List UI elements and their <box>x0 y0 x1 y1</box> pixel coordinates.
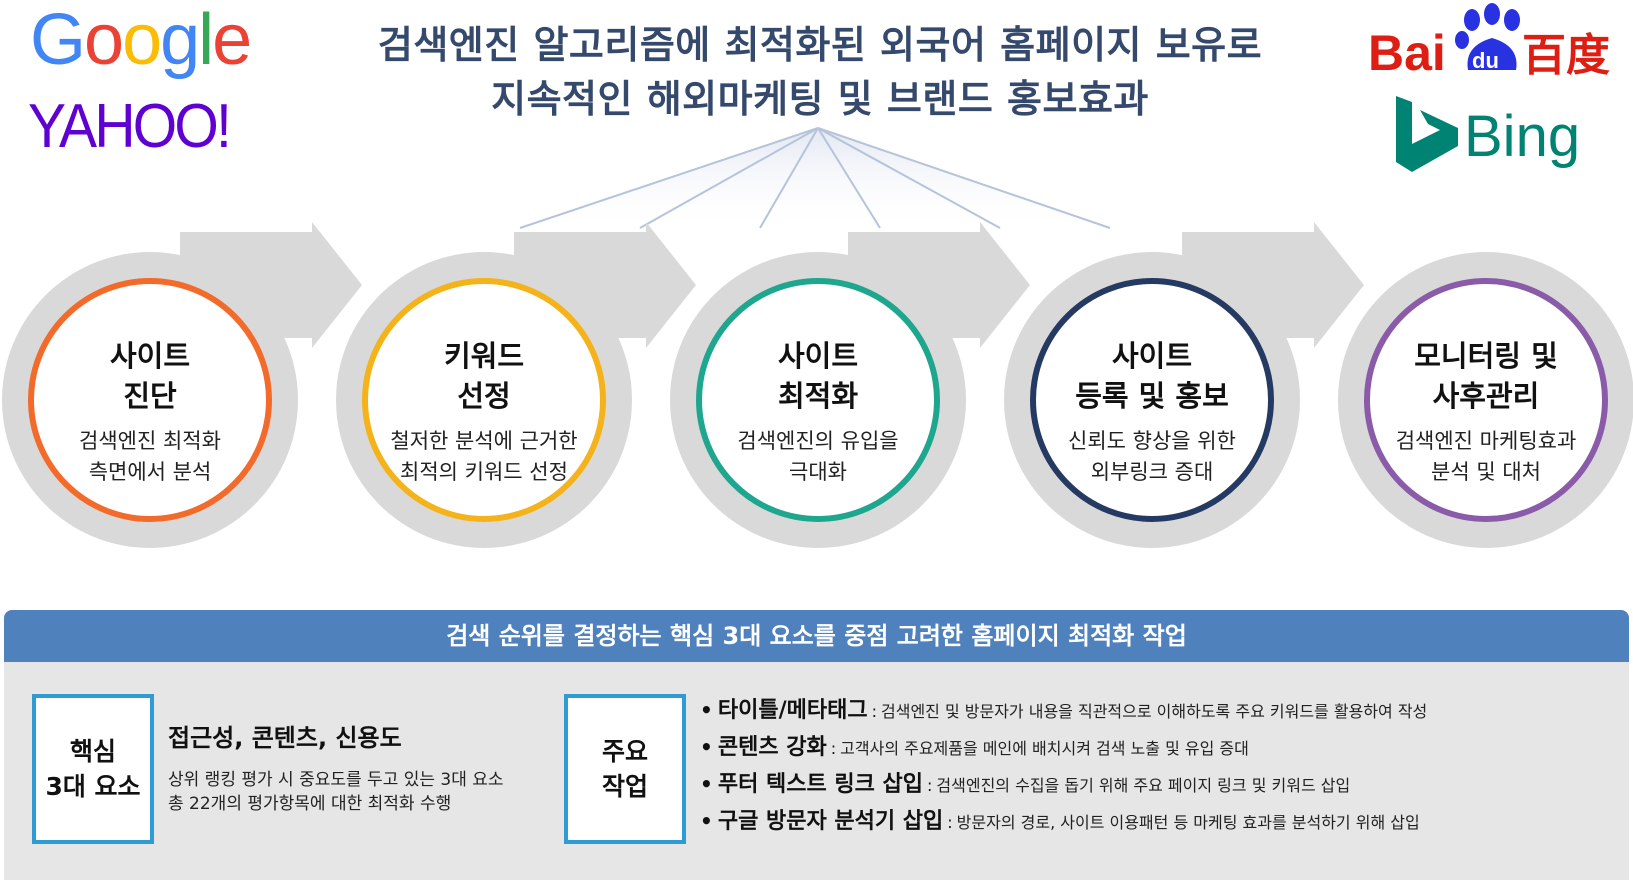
main-tasks-list: • 타이틀/메타태그:검색엔진 및 방문자가 내용을 직관적으로 이해하도록 주… <box>700 692 1427 840</box>
bullet-icon: • <box>700 809 713 833</box>
bing-text: Bing <box>1464 104 1580 169</box>
title-line: 지속적인 해외마케팅 및 브랜드 홍보효과 <box>491 77 1149 121</box>
bing-logo: Bing <box>1396 96 1580 172</box>
baidu-logo: Bai du 百度 <box>1368 3 1610 81</box>
baidu-chinese-text: 百度 <box>1522 30 1610 81</box>
baidu-paw-text: du <box>1472 48 1499 73</box>
list-item: • 타이틀/메타태그:검색엔진 및 방문자가 내용을 직관적으로 이해하도록 주… <box>700 698 1428 723</box>
google-logo: Google <box>30 0 252 80</box>
page-title: 검색엔진 알고리즘에 최적화된 외국어 홈페이지 보유로 지속적인 해외마케팅 … <box>320 18 1320 126</box>
spotlight-rays <box>510 127 1120 232</box>
bottom-panel <box>4 620 1629 880</box>
title-line: 검색엔진 알고리즘에 최적화된 외국어 홈페이지 보유로 <box>377 23 1263 67</box>
bullet-icon: • <box>700 772 713 796</box>
baidu-text: Bai <box>1368 25 1446 81</box>
list-item: • 구글 방문자 분석기 삽입:방문자의 경로, 사이트 이용패턴 등 마케팅 … <box>700 809 1420 834</box>
google-letter: l <box>198 0 214 80</box>
list-item: • 콘텐츠 강화:고객사의 주요제품을 메인에 배치시켜 검색 노출 및 유입 … <box>700 735 1249 760</box>
bullet-icon: • <box>700 698 713 722</box>
google-letter: g <box>160 0 200 80</box>
list-item: • 푸터 텍스트 링크 삽입:검색엔진의 수집을 돕기 위해 주요 페이지 링크… <box>700 772 1351 797</box>
bullet-icon: • <box>700 735 713 759</box>
google-letter: e <box>212 0 252 80</box>
paw-icon <box>1455 3 1520 70</box>
key-elements-description: 상위 랭킹 평가 시 중요도를 두고 있는 3대 요소 총 22개의 평가항목에… <box>168 770 504 814</box>
panel-banner: 검색 순위를 결정하는 핵심 3대 요소를 중점 고려한 홈페이지 최적화 작업 <box>4 610 1629 662</box>
google-letter: o <box>84 0 124 80</box>
google-letter: G <box>30 0 86 80</box>
yahoo-logo: YAHOO! <box>28 92 232 161</box>
bing-b-icon <box>1396 96 1458 172</box>
google-letter: o <box>122 0 162 80</box>
key-elements-heading: 접근성, 콘텐츠, 신용도 <box>168 724 402 752</box>
